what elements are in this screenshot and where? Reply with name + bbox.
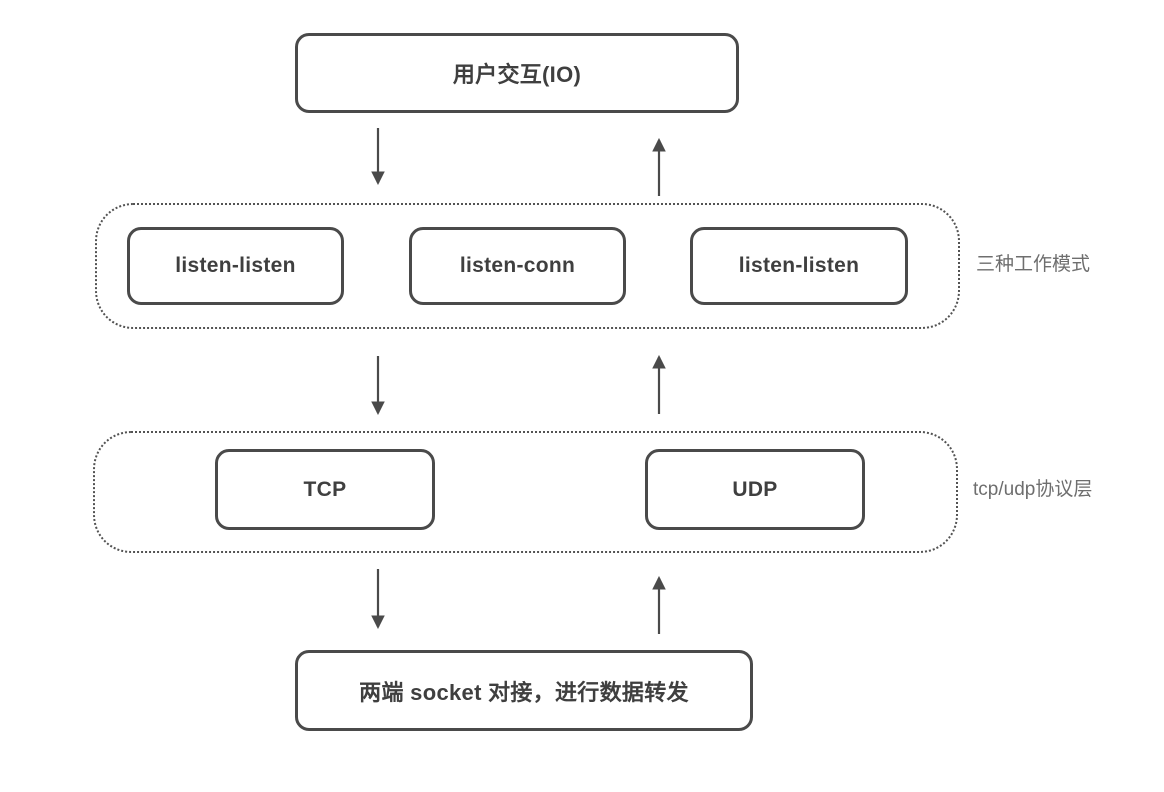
node-socket-forwarding-label: 两端 socket 对接，进行数据转发 (359, 679, 689, 705)
node-listen-listen-2-label: listen-listen (738, 254, 860, 277)
node-user-io-label: 用户交互(IO) (452, 62, 582, 87)
node-listen-listen-1-label: listen-listen (175, 254, 296, 277)
node-udp: UDP (645, 449, 865, 530)
node-tcp: TCP (215, 449, 435, 530)
node-socket-forwarding: 两端 socket 对接，进行数据转发 (295, 650, 753, 731)
node-tcp-label: TCP (303, 477, 347, 501)
group-work-modes (95, 203, 960, 329)
group-protocol-layer (93, 431, 958, 553)
node-udp-label: UDP (732, 477, 778, 501)
node-user-io: 用户交互(IO) (295, 33, 739, 113)
node-listen-conn: listen-conn (409, 227, 626, 305)
node-listen-conn-label: listen-conn (459, 254, 576, 277)
group-work-modes-label: 三种工作模式 (976, 254, 1091, 275)
group-protocol-layer-label: tcp/udp协议层 (973, 479, 1093, 500)
node-listen-listen-1: listen-listen (127, 227, 344, 305)
node-listen-listen-2: listen-listen (690, 227, 908, 305)
